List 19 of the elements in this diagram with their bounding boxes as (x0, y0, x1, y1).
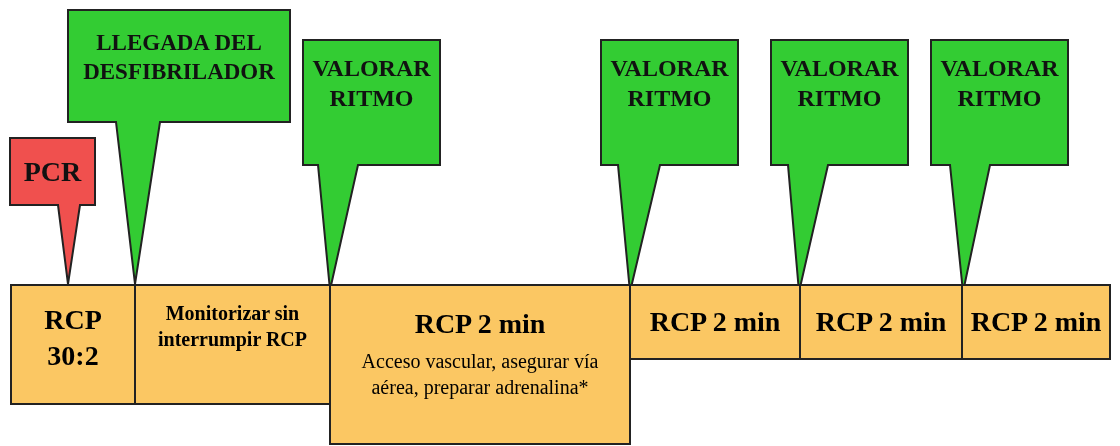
timeline-segment (799, 284, 963, 360)
timeline-segment (10, 284, 136, 405)
callout-label: VALORAR RITMO (939, 53, 1060, 113)
timeline-segment (329, 284, 631, 445)
segment-label: RCP 2 min (414, 307, 546, 341)
segment-label: RCP 2 min (970, 305, 1102, 339)
callout-label: LLEGADA DEL DESFIBRILADOR (82, 29, 276, 86)
segment-note: Acceso vascular, asegurar vía aérea, preparar adrenalina* (360, 349, 600, 401)
timeline-segment (961, 284, 1111, 360)
callout-label: VALORAR RITMO (311, 53, 432, 113)
segment-label: Monitorizar sin interrumpir RCP (156, 301, 309, 352)
timeline-segment (134, 284, 331, 405)
segment-label: RCP 30:2 (43, 303, 103, 374)
callout-label: VALORAR RITMO (609, 53, 730, 113)
callout-label: VALORAR RITMO (779, 53, 900, 113)
timeline-segment (629, 284, 801, 360)
segment-label: RCP 2 min (649, 305, 781, 339)
segment-label: RCP 2 min (815, 305, 947, 339)
callout-label: PCR (23, 155, 82, 189)
